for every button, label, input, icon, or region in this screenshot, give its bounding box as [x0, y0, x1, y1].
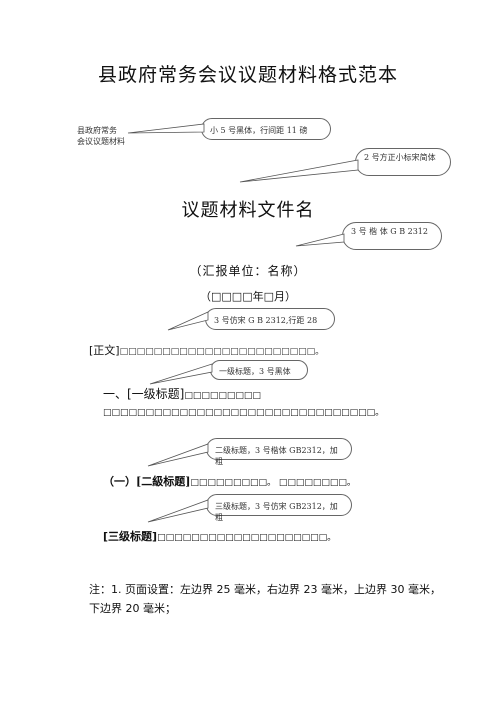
date-line: （□□□□年□月） [200, 290, 296, 303]
level3-prefix: [三级标题] [103, 530, 158, 543]
pointer-1 [127, 123, 205, 134]
body-placeholder: □□□□□□□□□□□□□□□□□□□□□□□。 [119, 347, 325, 357]
document-title: 县政府常务会议议题材料格式范本 [97, 64, 398, 86]
level3-placeholder: □□□□□□□□□□□□□□□□□□□□。 [157, 533, 337, 543]
pointer-4 [167, 311, 209, 331]
pointer-3 [295, 233, 345, 247]
callout-level2-spec: 二级标题，3 号楷体 GB2312，加粗 [206, 438, 352, 466]
callout-font-spec-3: 3 号 楷 体 G B 2312 [342, 222, 442, 250]
pointer-5 [149, 363, 213, 385]
page-setup-note: 注：1. 页面设置：左边界 25 毫米，右边界 23 毫米，上边界 30 毫米，… [89, 583, 441, 615]
callout-font-spec-2: 2 号方正小标宋简体 [355, 148, 451, 176]
callout-font-spec-4: 3 号仿宋 G B 2312,行距 28 [205, 308, 335, 330]
callout-level1-spec: 一级标题，3 号黑体 [210, 360, 308, 380]
level3-heading: [三级标题]□□□□□□□□□□□□□□□□□□□□。 [103, 528, 336, 544]
level2-heading: （一）[二級标题]□□□□□□□□□。 □□□□□□□□。 [103, 473, 356, 489]
level1-continuation: □□□□□□□□□□□□□□□□□□□□□□□□□□□□□□□□。 [103, 408, 385, 418]
label-left-line-1: 县政府常务 [77, 126, 117, 135]
material-title: 议题材料文件名 [181, 200, 315, 221]
pointer-7 [147, 499, 209, 523]
label-left-line-2: 会议议题材料 [77, 137, 125, 146]
level2-placeholder: □□□□□□□□□。 □□□□□□□□。 [190, 478, 356, 488]
body-paragraph: [正文]□□□□□□□□□□□□□□□□□□□□□□□。 [89, 342, 324, 358]
level2-prefix: （一）[二級标题] [103, 475, 191, 488]
body-prefix: [正文] [89, 344, 120, 357]
level1-prefix: 一、[一级标题] [103, 387, 185, 401]
reporter-line: （汇报单位：名称） [189, 264, 307, 278]
pointer-2 [239, 159, 359, 183]
pointer-6 [147, 443, 209, 467]
callout-font-spec-1: 小 5 号黑体，行间距 11 磅 [201, 118, 331, 140]
level1-heading: 一、[一级标题]□□□□□□□□□ [103, 385, 261, 402]
level1-placeholder: □□□□□□□□□ [184, 391, 261, 401]
callout-level3-spec: 三级标题，3 号仿宋 GB2312，加粗 [206, 494, 352, 522]
